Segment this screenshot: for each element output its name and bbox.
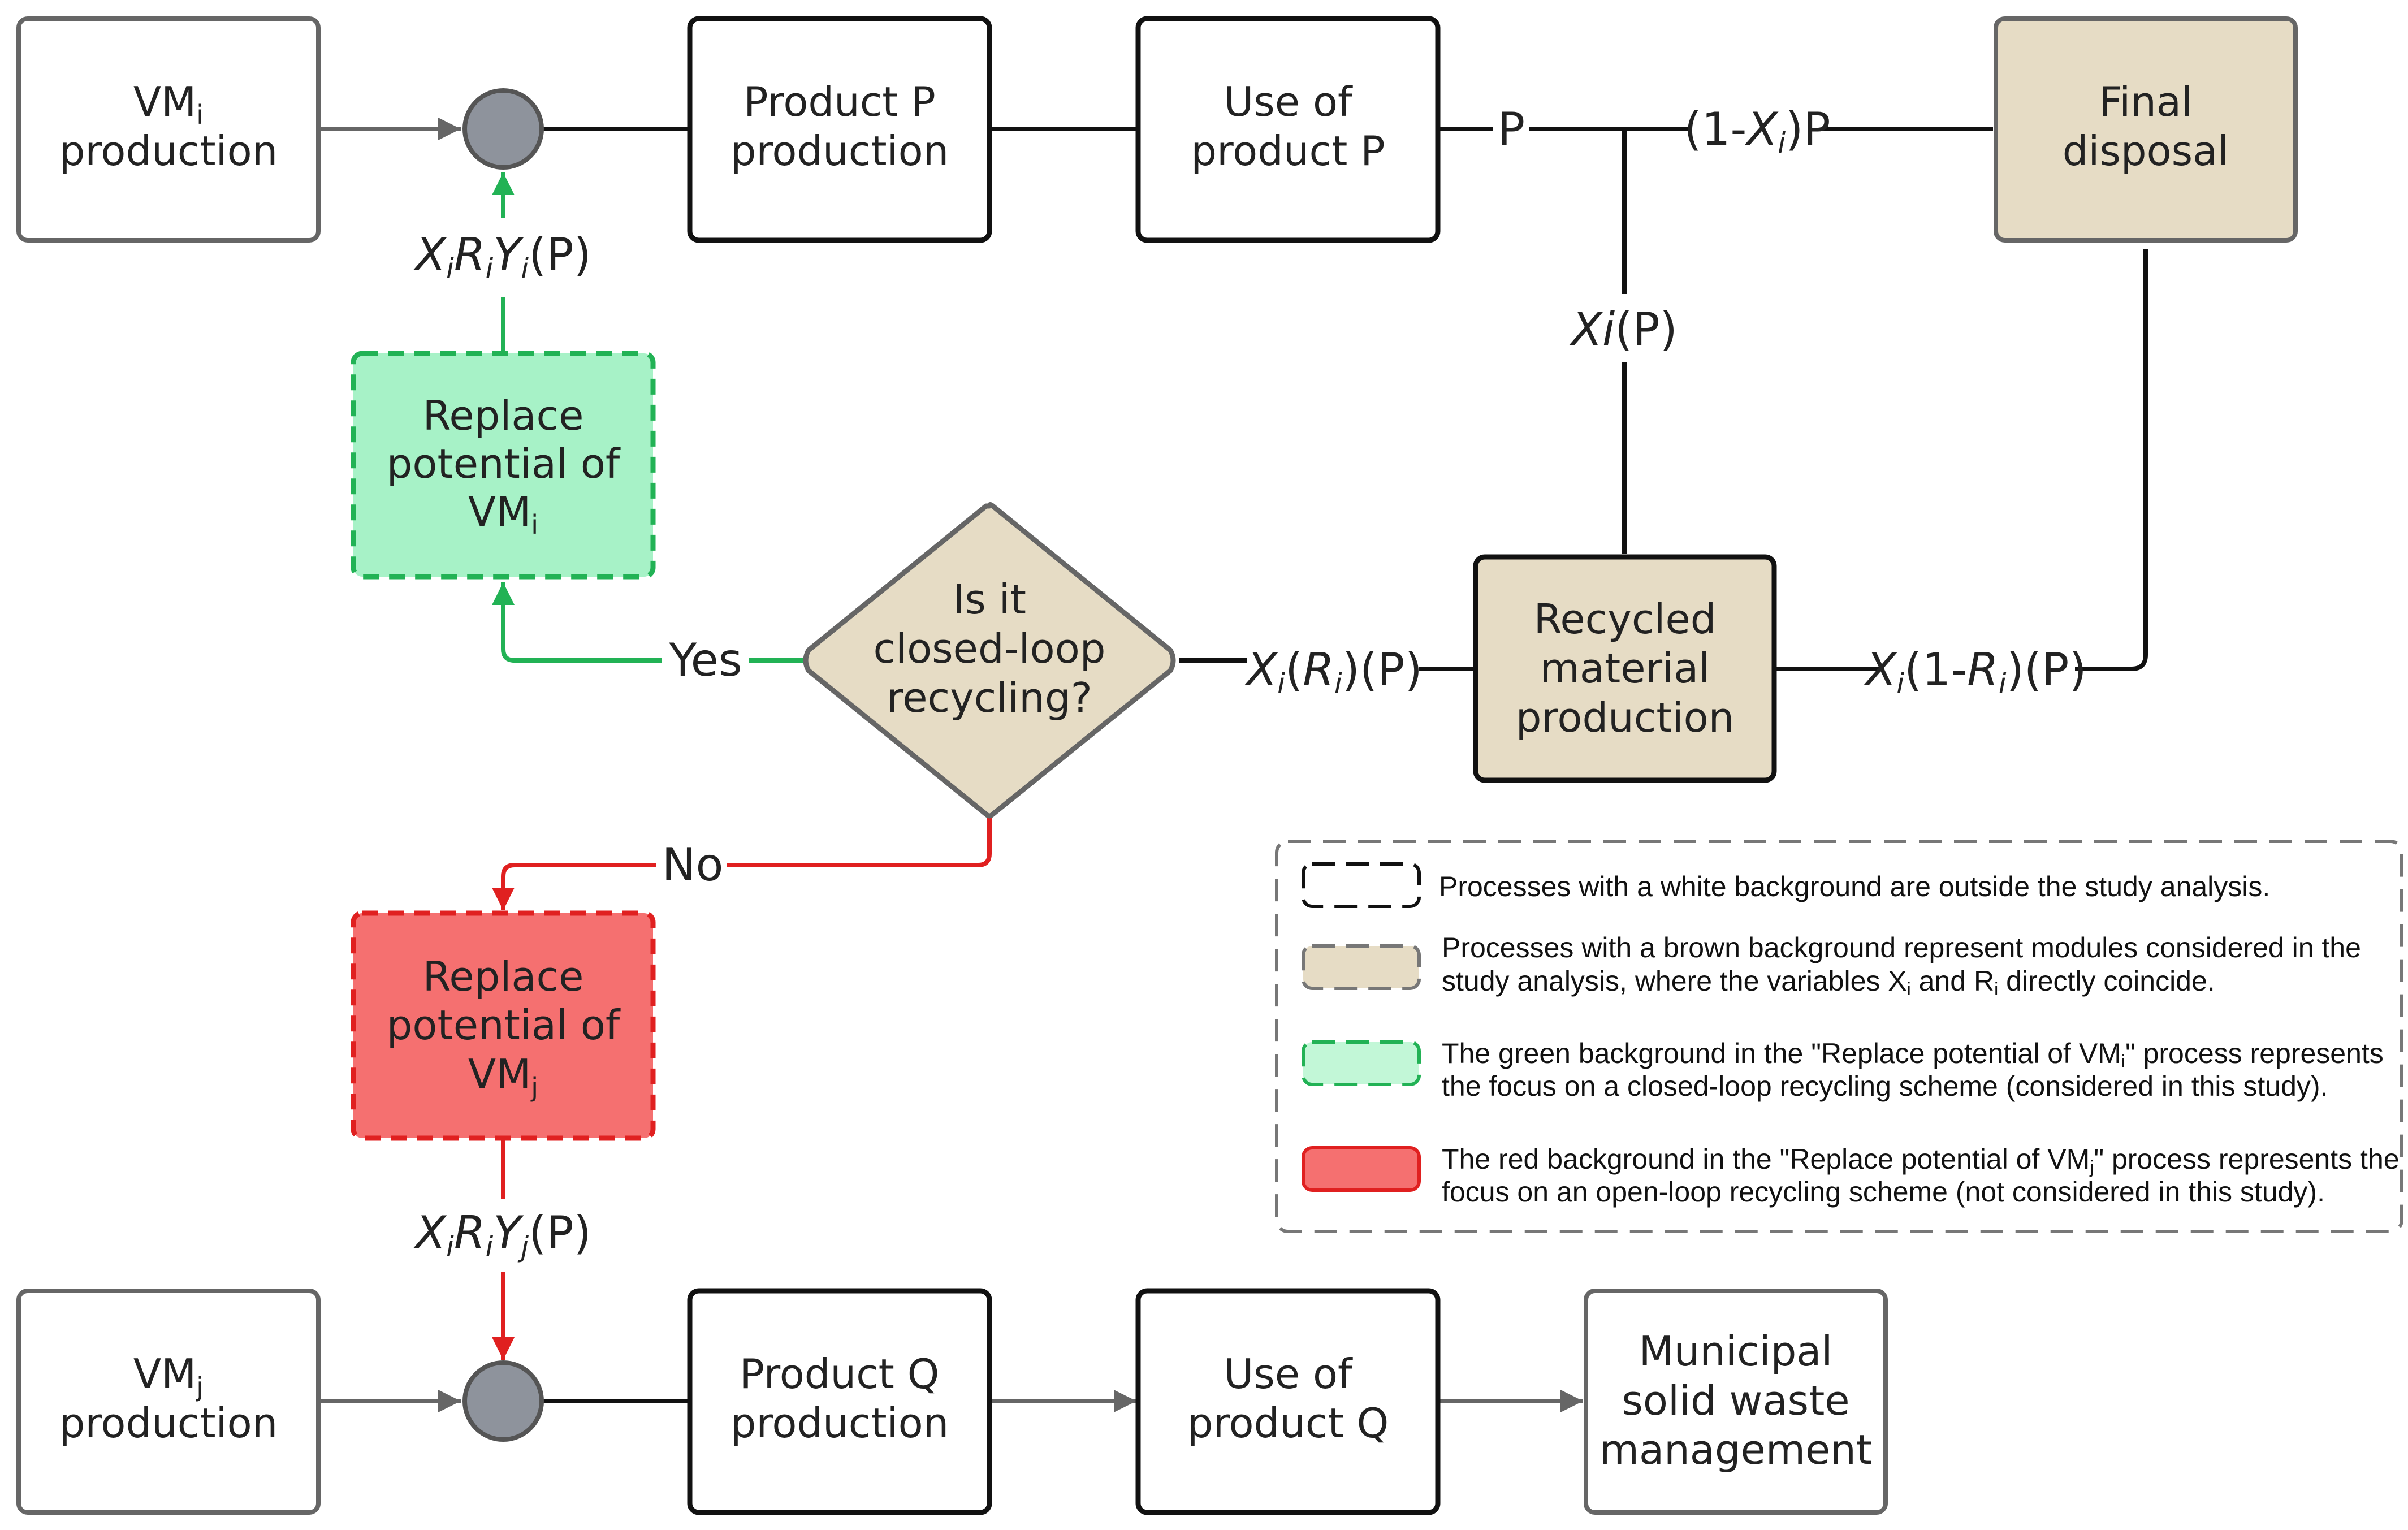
node-vmj-production-line1: VMj — [133, 1350, 204, 1402]
node-product-q-line1: Product Q — [740, 1350, 940, 1398]
node-vmi-production-line2: production — [59, 127, 278, 175]
node-use-p-line1: Use of — [1224, 78, 1353, 126]
node-municipal-line3: management — [1599, 1426, 1872, 1473]
node-vmj-production-line2: production — [59, 1399, 278, 1447]
legend-red-line2: focus on an open-loop recycling scheme (… — [1442, 1176, 2325, 1208]
node-product-q-production: Product Q production — [687, 1288, 992, 1515]
node-product-q-line2: production — [730, 1399, 949, 1447]
node-product-p-line2: production — [730, 127, 949, 175]
node-product-p-line1: Product P — [743, 78, 936, 126]
node-use-of-product-p: Use of product P — [1135, 16, 1441, 243]
legend-brown-line1: Processes with a brown background repres… — [1442, 932, 2361, 963]
legend-swatch-green — [1302, 1040, 1421, 1086]
node-final-disposal: Final disposal — [1994, 16, 2298, 243]
label-xi-p: Xi(P) — [1569, 303, 1678, 356]
node-use-q-line2: product Q — [1187, 1399, 1389, 1447]
legend-swatch-white — [1302, 862, 1421, 908]
node-product-p-production: Product P production — [687, 16, 992, 243]
label-p: P — [1498, 103, 1525, 155]
node-recycled-line2: material — [1540, 645, 1710, 692]
node-replace-vmj-line2: potential of — [387, 1001, 621, 1049]
node-decision-line1: Is it — [953, 576, 1026, 623]
node-replace-vmj-line1: Replace — [423, 953, 584, 1000]
edge-recycled-to-final-b — [2075, 249, 2148, 671]
node-vmj-production: VMj production — [16, 1289, 321, 1515]
legend-white-text: Processes with a white background are ou… — [1439, 871, 2270, 902]
node-vmi-production: VMi production — [16, 16, 321, 243]
legend-red-line1: The red background in the "Replace poten… — [1442, 1143, 2400, 1177]
edge-no-a — [727, 814, 992, 867]
label-yes: Yes — [668, 634, 742, 686]
node-replace-vmj-line3: VMj — [468, 1051, 538, 1103]
edge-yes-b — [492, 582, 662, 663]
node-replace-vmi-line2: potential of — [387, 440, 621, 487]
node-recycled-material-production: Recycled material production — [1473, 554, 1777, 783]
node-replace-potential-vmi: Replace potential of VMi — [351, 351, 656, 580]
label-xi-ri-p: Xi(Ri)(P) — [1244, 643, 1422, 700]
node-final-disposal-line1: Final — [2099, 78, 2193, 126]
legend-green-line1: The green background in the "Replace pot… — [1442, 1038, 2384, 1071]
junction-bottom — [462, 1360, 544, 1442]
legend-green-line2: the focus on a closed-loop recycling sch… — [1442, 1070, 2328, 1102]
node-use-of-product-q: Use of product Q — [1135, 1288, 1441, 1515]
node-decision-line3: recycling? — [887, 674, 1092, 721]
edges — [319, 118, 2148, 1412]
node-final-disposal-line2: disposal — [2063, 127, 2229, 175]
node-vmi-production-line1: VMi — [133, 78, 204, 130]
label-xiriyj-p: XiRiYj(P) — [413, 1207, 591, 1263]
edge-labels: P (1-Xi)P Xi(P) Xi(Ri)(P) Xi(1-Ri)(P) Xi… — [413, 103, 2086, 1263]
node-use-q-line1: Use of — [1224, 1350, 1353, 1398]
legend: Processes with a white background are ou… — [1275, 840, 2403, 1233]
node-municipal-line1: Municipal — [1639, 1328, 1833, 1375]
node-decision-closed-loop: Is it closed-loop recycling? — [803, 502, 1176, 819]
legend-swatch-brown — [1302, 944, 1421, 990]
node-decision-line2: closed-loop — [874, 625, 1106, 672]
label-xiriyi-p: XiRiYi(P) — [413, 228, 591, 285]
node-replace-vmi-line1: Replace — [423, 392, 584, 439]
edge-no-b — [492, 863, 656, 910]
node-replace-vmi-line3: VMi — [468, 488, 538, 540]
legend-swatch-red — [1302, 1146, 1421, 1192]
node-municipal-line2: solid waste — [1622, 1377, 1849, 1424]
node-recycled-line1: Recycled — [1534, 595, 1717, 643]
legend-brown-line2: study analysis, where the variables Xi a… — [1442, 965, 2215, 999]
node-use-p-line2: product P — [1191, 127, 1385, 175]
node-replace-potential-vmj: Replace potential of VMj — [351, 910, 656, 1141]
legend-frame — [1275, 840, 2403, 1233]
label-xi-one-minus-ri-p: Xi(1-Ri)(P) — [1863, 643, 2086, 700]
label-no: No — [662, 839, 724, 891]
label-one-minus-xi-p: (1-Xi)P — [1684, 103, 1830, 159]
junction-top — [462, 88, 544, 170]
node-municipal-solid-waste: Municipal solid waste management — [1584, 1289, 1888, 1515]
node-recycled-line3: production — [1516, 694, 1735, 741]
